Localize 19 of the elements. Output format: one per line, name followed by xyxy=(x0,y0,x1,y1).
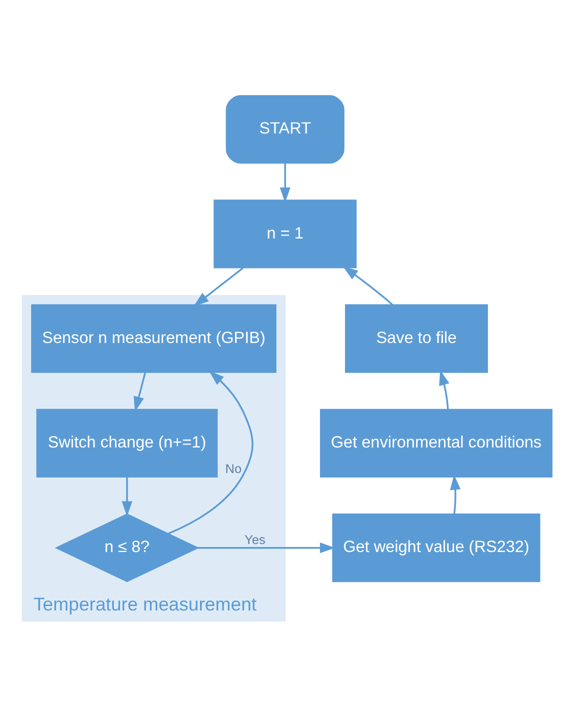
node-box: Get weight value (RS232) xyxy=(332,514,540,582)
arrow xyxy=(280,163,290,203)
edge-label: No xyxy=(225,461,242,476)
node-box: n = 1 xyxy=(214,200,357,268)
arrow xyxy=(168,370,254,534)
node-diamond: n ≤ 8? xyxy=(54,513,200,582)
edge-label: Yes xyxy=(244,532,266,548)
arrow xyxy=(198,542,336,554)
arrow xyxy=(194,267,244,306)
arrow xyxy=(439,370,450,410)
node-box: Sensor n measurement (GPIB) xyxy=(31,304,276,373)
node-box: START xyxy=(226,95,344,164)
arrow xyxy=(450,474,461,514)
node-box: Switch change (n+=1) xyxy=(36,408,218,478)
node-box: Save to file xyxy=(344,304,488,373)
node-box: Get environmental conditions xyxy=(320,408,552,478)
arrow xyxy=(122,477,132,516)
arrow xyxy=(342,266,394,306)
arrow xyxy=(134,372,146,412)
